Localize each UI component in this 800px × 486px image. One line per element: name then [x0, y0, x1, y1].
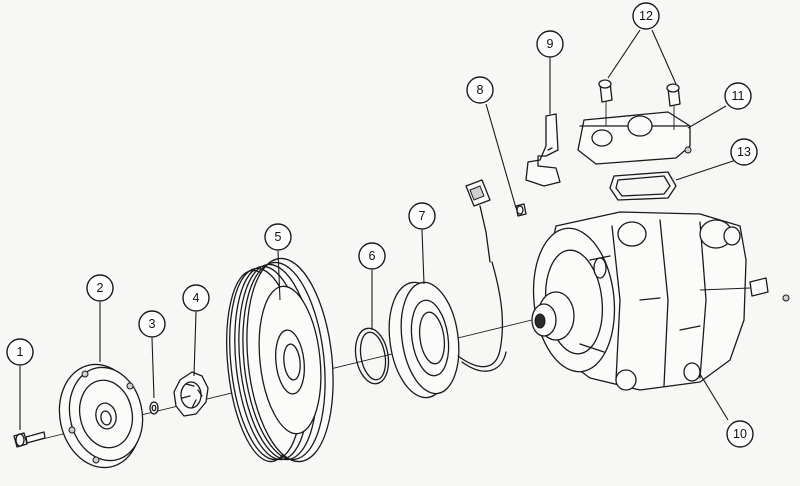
callout-11-label: 11 [732, 89, 745, 103]
callout-12-label: 12 [639, 9, 653, 23]
callout-7-label: 7 [419, 209, 426, 223]
callout-1: 1 [6, 338, 34, 366]
part-washer [149, 401, 159, 415]
part-front-plate [58, 363, 144, 469]
callout-4: 4 [182, 284, 210, 312]
part-snap-ring [354, 327, 390, 385]
part-pulley [226, 257, 334, 463]
part-compressor-body [531, 211, 747, 391]
part-side-bolt [699, 277, 790, 302]
part-connector [465, 179, 491, 263]
part-cover-bolts [598, 79, 681, 130]
callout-8-label: 8 [477, 83, 484, 97]
callout-9-label: 9 [547, 37, 554, 51]
callout-9: 9 [536, 30, 564, 58]
callout-7: 7 [408, 202, 436, 230]
part-bolt [13, 431, 46, 448]
part-gasket [609, 171, 677, 201]
callout-10-label: 10 [733, 427, 747, 441]
callout-2-label: 2 [97, 281, 104, 295]
callout-11: 11 [724, 82, 752, 110]
callout-12: 12 [632, 2, 660, 30]
callout-8: 8 [466, 76, 494, 104]
callout-3-label: 3 [149, 317, 156, 331]
part-field-coil [388, 261, 507, 399]
callout-13: 13 [730, 138, 758, 166]
part-bracket [525, 113, 561, 187]
callout-3: 3 [138, 310, 166, 338]
callout-6-label: 6 [369, 249, 376, 263]
callout-5: 5 [264, 223, 292, 251]
callout-10: 10 [726, 420, 754, 448]
callout-13-label: 13 [737, 145, 751, 159]
callout-1-label: 1 [17, 345, 24, 359]
callout-2: 2 [86, 274, 114, 302]
callout-5-label: 5 [275, 230, 282, 244]
part-spring-plate [173, 371, 209, 417]
callout-4-label: 4 [193, 291, 200, 305]
part-screw [515, 203, 527, 217]
callout-6: 6 [358, 242, 386, 270]
leader-lines [19, 29, 737, 430]
